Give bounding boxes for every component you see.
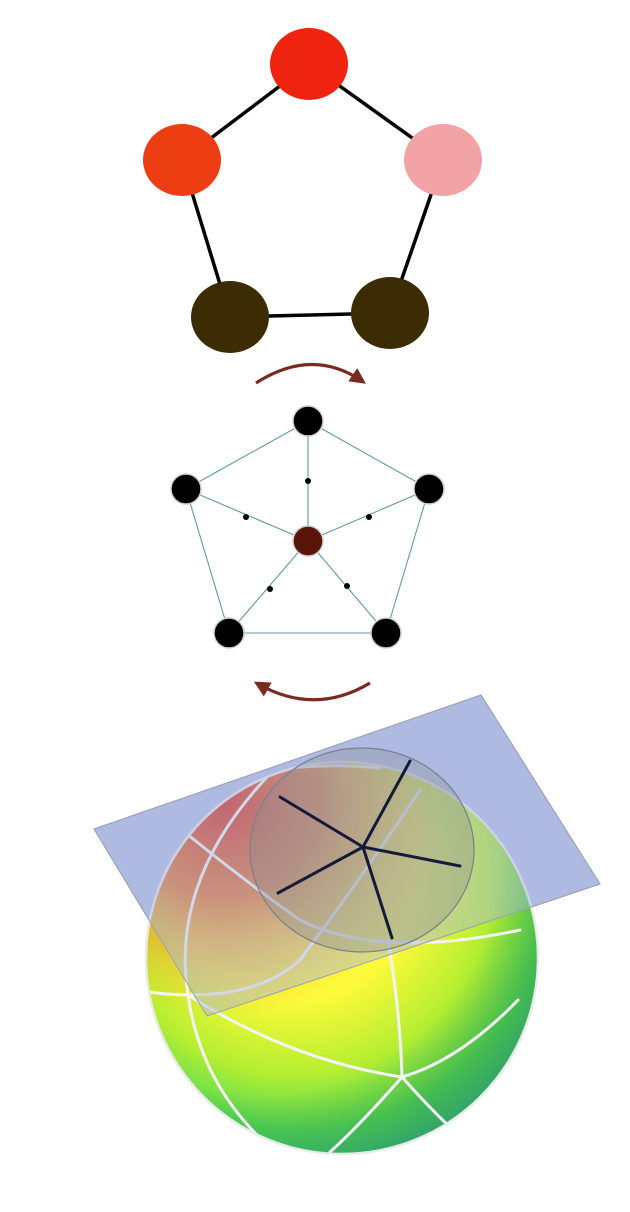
node-n3: [404, 124, 482, 196]
arrow-right: [255, 362, 366, 385]
midpoint-marker: [344, 583, 350, 589]
spoke: [361, 845, 394, 940]
middle-graph: [170, 405, 445, 649]
outer-edge: [185, 420, 309, 490]
grid-curve: [186, 993, 520, 1079]
node-n5: [351, 277, 429, 349]
top-graph-edges: [180, 62, 445, 319]
sphere-figure: [93, 694, 601, 1156]
tangent-spokes: [276, 759, 462, 940]
spoke: [276, 845, 365, 895]
grid-curve: [180, 828, 522, 945]
spherical-disc: [249, 747, 475, 953]
spoke: [361, 759, 412, 849]
node-n4: [191, 281, 269, 353]
spoke: [278, 795, 365, 849]
outer-node-m2: [170, 473, 202, 505]
outer-node-m3: [413, 473, 445, 505]
midpoint-marker: [267, 586, 273, 592]
midpoint-marker: [305, 478, 311, 484]
center-node: [292, 525, 324, 557]
spoke: [361, 845, 462, 868]
arrow-left: [253, 681, 371, 702]
grid-curve: [328, 1075, 404, 1154]
grid-curve: [183, 774, 270, 997]
node-n2: [143, 124, 221, 196]
outer-edge: [185, 488, 230, 634]
outer-edge: [385, 488, 430, 634]
outer-edge: [307, 420, 430, 490]
midpoint-marker: [243, 514, 249, 520]
grid-curve: [386, 938, 404, 1079]
outer-node-m4: [213, 617, 245, 649]
sphere-shading: [146, 762, 538, 1154]
outer-node-m1: [292, 405, 324, 437]
grid-curve: [146, 788, 422, 997]
sphere-outline: [144, 760, 540, 1156]
top-graph: [143, 28, 482, 353]
grid-curve: [186, 993, 264, 1142]
node-n1: [270, 28, 348, 100]
outer-node-m5: [370, 617, 402, 649]
midpoint-marker: [366, 514, 372, 520]
